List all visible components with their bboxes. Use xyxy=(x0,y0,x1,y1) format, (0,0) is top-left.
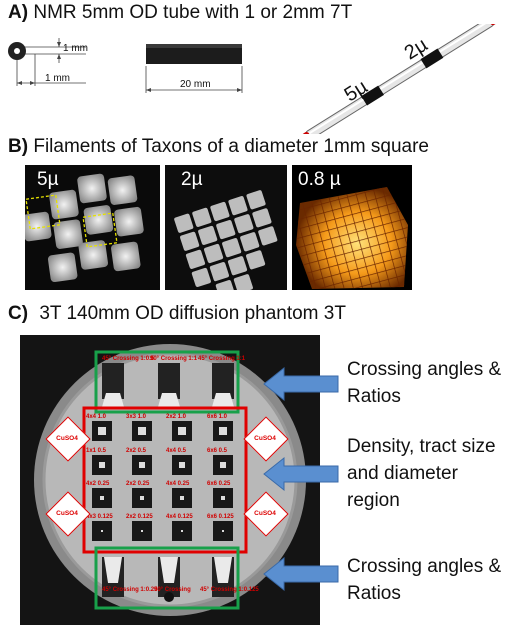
cuso4-label-bottom-right: CuSO4 xyxy=(254,510,276,517)
grid-label-r2c3: 4x4 0.5 xyxy=(166,448,187,454)
grid-label-r1c3: 2x2 1.0 xyxy=(166,414,187,420)
grid-label-r1c4: 6x6 1.0 xyxy=(207,414,228,420)
grid-label-r2c1: 1x1 0.5 xyxy=(86,448,107,454)
panel-b-letter: B) xyxy=(8,136,29,157)
bottom-label-3: 45° Crossing 1:0.125 xyxy=(200,587,259,593)
grid-label-r1c2: 3x3 1.0 xyxy=(126,414,147,420)
label-5u: 5µ xyxy=(37,169,59,190)
panel-c-title: 3T 140mm OD diffusion phantom 3T xyxy=(39,303,346,324)
grid-label-r2c4: 6x6 0.5 xyxy=(207,448,228,454)
grid-label-r3c1: 4x2 0.25 xyxy=(86,481,110,487)
bottom-label-2: 90° Crossing xyxy=(154,587,191,593)
callout-middle: Density, tract size and diameter region xyxy=(347,436,496,511)
grid-label-r4c3: 4x4 0.125 xyxy=(166,514,193,520)
panel-a-letter: A) xyxy=(8,2,29,23)
top-label-2: 90° Crossing 1:1 xyxy=(150,356,198,362)
grid-label-r4c4: 6x6 0.125 xyxy=(207,514,234,520)
grid-label-r3c4: 6x6 0.25 xyxy=(207,481,231,487)
bottom-label-1: 45° Crossing 1:0.25 xyxy=(102,587,158,593)
grid-label-r2c2: 2x2 0.5 xyxy=(126,448,147,454)
panel-a-heading: A) NMR 5mm OD tube with 1 or 2mm 7T xyxy=(8,2,352,24)
grid-label-r4c1: 4x3 0.125 xyxy=(86,514,113,520)
cuso4-label-top-left: CuSO4 xyxy=(56,435,78,442)
dim-1mm-top: 1 mm xyxy=(63,43,88,54)
callout-top: Crossing angles & Ratios xyxy=(347,359,502,407)
cuso4-label-bottom-left: CuSO4 xyxy=(56,510,78,517)
label-2u: 2µ xyxy=(181,169,203,190)
cuso4-label-top-right: CuSO4 xyxy=(254,435,276,442)
phantom-mri-image: 45° Crossing 1:0.5 90° Crossing 1:1 45° … xyxy=(20,335,320,625)
callout-arrows xyxy=(263,366,339,592)
callout-bottom: Crossing angles & Ratios xyxy=(347,556,502,604)
grid-label-r4c2: 2x2 0.125 xyxy=(126,514,153,520)
bar-schematic-diagram xyxy=(145,44,243,93)
panel-a-title: NMR 5mm OD tube with 1 or 2mm 7T xyxy=(33,2,353,23)
grid-label-r1c1: 4x4 1.0 xyxy=(86,414,107,420)
grid-label-r3c3: 4x4 0.25 xyxy=(166,481,190,487)
microscopy-image-0-8u: 0.8 µ xyxy=(292,165,412,290)
microscopy-image-2u: 2µ xyxy=(165,165,287,290)
top-label-3: 45° Crossing 1:1 xyxy=(198,356,246,362)
nmr-tube-illustration xyxy=(301,24,498,134)
panel-b-heading: B) Filaments of Taxons of a diameter 1mm… xyxy=(8,136,429,158)
tube-cross-section-diagram xyxy=(8,38,86,86)
panel-c-letter: C) xyxy=(8,303,29,324)
panel-b-title: Filaments of Taxons of a diameter 1mm sq… xyxy=(33,136,430,157)
dim-20mm: 20 mm xyxy=(180,79,211,90)
panel-c-heading: C) 3T 140mm OD diffusion phantom 3T xyxy=(8,303,346,325)
grid-label-r3c2: 2x2 0.25 xyxy=(126,481,150,487)
dim-1mm-bottom: 1 mm xyxy=(45,73,70,84)
microscopy-image-5u: 5µ xyxy=(25,165,160,290)
top-label-1: 45° Crossing 1:0.5 xyxy=(102,356,155,362)
label-0-8u: 0.8 µ xyxy=(298,169,341,190)
